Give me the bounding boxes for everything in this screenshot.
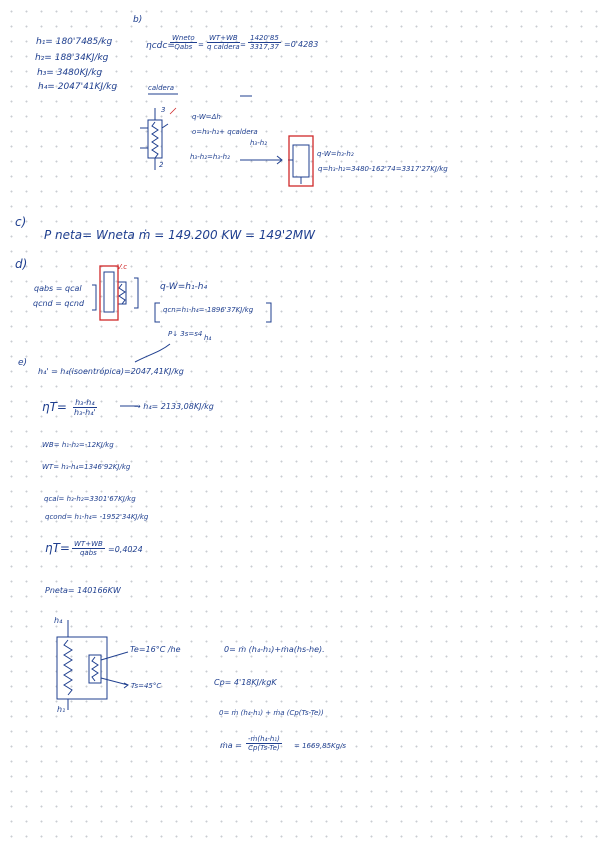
- d-coil-icon: [118, 283, 126, 305]
- part-e-label: e): [18, 358, 28, 368]
- eq-q-w: q-W=h₃-h₂: [317, 150, 354, 158]
- d-inner-box: [103, 271, 115, 313]
- te-label: Te=16°C /he: [130, 645, 181, 654]
- node-2-label: 2: [159, 161, 164, 169]
- e-eta2-fraction: WT+WB qabs: [72, 540, 105, 557]
- fraction-wneto-qabs: Wneto Qabs: [170, 34, 197, 51]
- e-h4-result: → h₄= 2133,08KJ/kg: [134, 402, 214, 411]
- e-fraction: h₃-h₄ h₃-h₄': [73, 398, 97, 417]
- node-3-label: 3: [161, 106, 166, 114]
- e-eta-t: ηT=: [42, 400, 67, 414]
- energy-balance-1: 0= ṁ (h₄-h₁)+ṁa(hs-he).: [224, 645, 325, 654]
- ma-label: ṁa =: [220, 741, 242, 750]
- h2-value: h₂= 188'34KJ/kg: [35, 53, 109, 63]
- e-wb: WB= h₁-h₂=-12KJ/kg: [42, 441, 114, 449]
- energy-balance-2: 0= ṁ (h₄-h₁) + ṁa (Cp(Ts-Te)): [219, 709, 324, 717]
- part-c-label: c): [15, 215, 27, 229]
- part-d-label: d): [15, 257, 28, 271]
- e-eta2-result: =0,4024: [108, 545, 143, 554]
- control-volume-label: V.c: [117, 263, 128, 271]
- condenser-coil-icon: [63, 639, 73, 696]
- e-line-1: h₄' = h₄(isoentrópica)=2047,41KJ/kg: [38, 367, 184, 376]
- e-pneta: Pneta= 140166KW: [45, 586, 121, 595]
- note-zero-eq: o=h₃-h₂+ qcaldera: [192, 128, 258, 136]
- e-qcond: qcond= h₁-h₄= -1952'34KJ/kg: [45, 513, 149, 521]
- eta-cdc-result: =0'4283: [284, 40, 319, 49]
- ma-fraction: -ṁ(h₄-h₁) Cp(Ts-Te): [246, 735, 282, 752]
- condenser-h1-label: h₁: [57, 705, 66, 714]
- cv-inner-box: [292, 144, 310, 178]
- part-b-label: b): [133, 15, 143, 25]
- note-q-w: q-W=Δh: [192, 113, 221, 121]
- condenser-h4-label: h₄: [54, 616, 63, 625]
- boiler-coil-icon: [151, 121, 159, 159]
- p-neta-equation: P neta= Wneta ṁ = 149.200 KW = 149'2MW: [44, 228, 315, 242]
- ma-result: = 1669,85Kg/s: [294, 742, 347, 750]
- cp-value: Cp= 4'18KJ/kgK: [214, 678, 277, 687]
- caldera-label: caldera: [148, 84, 175, 92]
- ts-label: Ts=45°C: [131, 682, 162, 690]
- eta-cdc-label: ηcdc=: [146, 41, 175, 51]
- h4-value: h₄= 2047'41KJ/kg: [38, 82, 118, 92]
- fraction-numeric: 1420'85 3317,37: [248, 34, 281, 51]
- d-eq-2: qcn=h₁-h₄=-1896'37KJ/kg: [163, 306, 254, 314]
- d-h4-tag: h₄: [204, 334, 212, 342]
- h1-value: h₁= 180'7485/kg: [36, 37, 113, 47]
- d-eq-1: q-W=h₁-h₄: [160, 282, 208, 292]
- h3-value: h₃= 3480KJ/kg: [37, 68, 103, 78]
- e-qcal: qcal= h₃-h₂=3301'67KJ/kg: [44, 495, 136, 503]
- condenser-box: [56, 636, 108, 700]
- fraction-wt-wb: WT+WB q caldera: [206, 34, 240, 51]
- eq-q-caldera: q=h₃-h₂=3480-162'74=3317'27KJ/kg: [318, 165, 448, 173]
- e-eta2: ηT=: [45, 541, 70, 555]
- cv-red-box-b: [288, 135, 314, 187]
- d-line-1: qabs = qcal: [34, 284, 82, 293]
- note-h3h2: h₃-h₂: [250, 139, 268, 147]
- e-wt: WT= h₃-h₄=1346'92KJ/kg: [42, 463, 131, 471]
- d-line-2: qcnd = qcnd: [33, 299, 85, 308]
- d-p-note: P↓ 3s=s4: [168, 330, 203, 338]
- cv-red-box-d: [99, 265, 119, 321]
- note-h-eq: h₃-h₂=h₃-h₂: [190, 153, 230, 161]
